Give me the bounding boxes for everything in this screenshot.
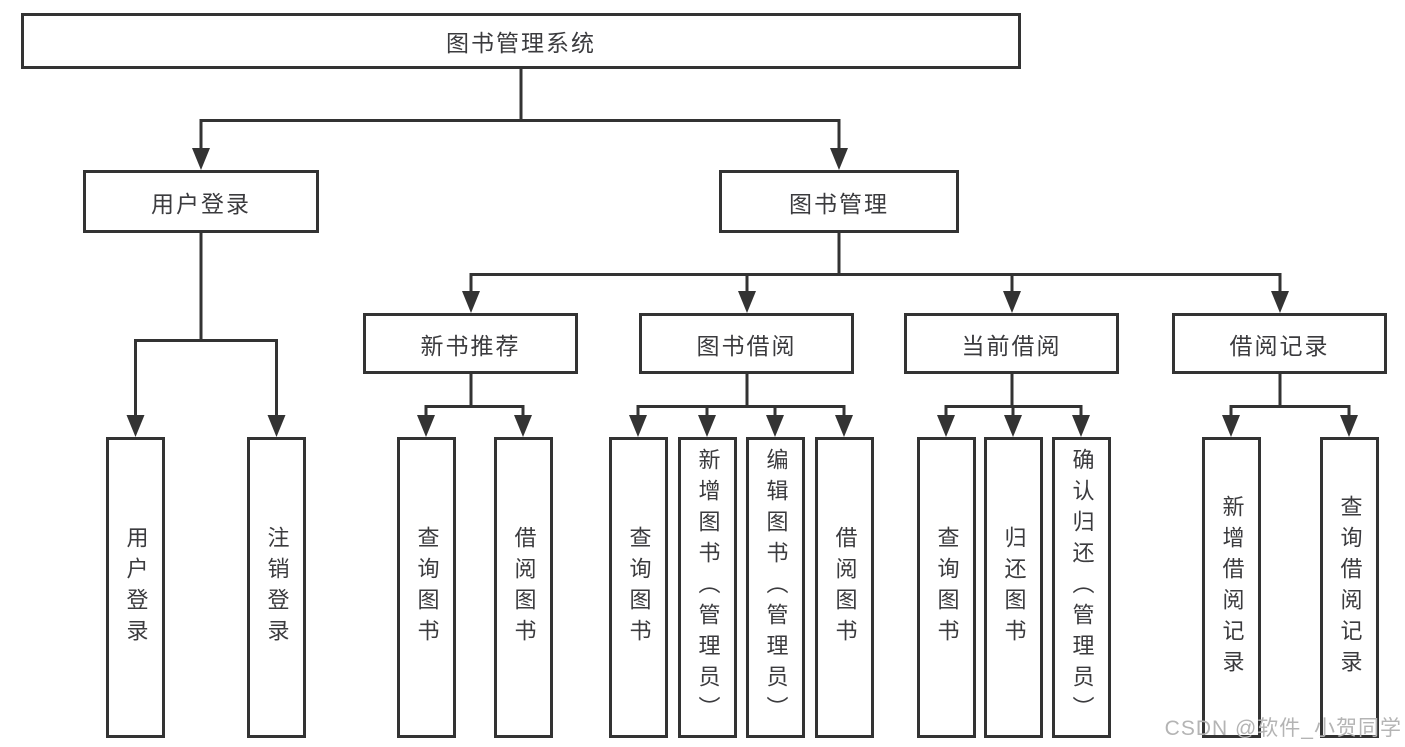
csdn-watermark: CSDN @软件_小贺同学 — [1164, 717, 1402, 740]
leaf-add-borrow-record: 新增借阅记录 — [1202, 437, 1261, 738]
leaf-logout-login: 注销登录 — [247, 437, 306, 738]
connector-current-borrow-split — [937, 374, 1090, 437]
arrowhead — [1004, 415, 1022, 437]
node-book-borrow: 图书借阅 — [639, 313, 854, 374]
connector-root-split — [192, 69, 848, 170]
connector-line — [134, 233, 278, 417]
arrowhead — [417, 415, 435, 437]
leaf-edit-book-admin: 编辑图书（管理员） — [746, 437, 805, 738]
arrowhead — [1271, 291, 1289, 313]
arrowhead — [629, 415, 647, 437]
connector-borrow-records-split — [1222, 374, 1358, 437]
arrowhead — [830, 148, 848, 170]
leaf-borrow-borrow-books: 借阅图书 — [815, 437, 874, 738]
leaf-current-query-books: 查询图书 — [917, 437, 976, 738]
leaf-add-book-admin: 新增图书（管理员） — [678, 437, 737, 738]
connector-line — [1229, 374, 1351, 417]
node-library-system: 图书管理系统 — [21, 13, 1021, 69]
arrowhead — [698, 415, 716, 437]
leaf-confirm-return-admin: 确认归还（管理员） — [1052, 437, 1111, 738]
arrowhead — [1072, 415, 1090, 437]
leaf-borrow-query-books: 查询图书 — [609, 437, 668, 738]
leaf-user-login: 用户登录 — [106, 437, 165, 738]
arrowhead — [126, 415, 145, 437]
arrowhead — [462, 291, 480, 313]
connector-line — [424, 374, 525, 417]
arrowhead — [1222, 415, 1240, 437]
arrowhead — [1003, 291, 1021, 313]
connector-line — [636, 374, 846, 417]
leaf-recommend-query-books: 查询图书 — [397, 437, 456, 738]
arrowhead — [738, 291, 756, 313]
arrowhead — [1340, 415, 1358, 437]
arrowhead — [937, 415, 955, 437]
node-current-borrow: 当前借阅 — [904, 313, 1119, 374]
connector-book-management-split — [462, 233, 1289, 313]
arrowhead — [267, 415, 286, 437]
leaf-return-book: 归还图书 — [984, 437, 1043, 738]
leaf-query-borrow-record: 查询借阅记录 — [1320, 437, 1379, 738]
arrowhead — [192, 148, 210, 170]
node-new-book-recommend: 新书推荐 — [363, 313, 578, 374]
node-book-management: 图书管理 — [719, 170, 959, 233]
connector-line — [199, 69, 841, 150]
node-borrow-records: 借阅记录 — [1172, 313, 1387, 374]
arrowhead — [835, 415, 853, 437]
connector-new-book-recommend-split — [417, 374, 532, 437]
connector-user-login-split — [126, 233, 286, 437]
node-user-login: 用户登录 — [83, 170, 319, 233]
connector-line — [469, 233, 1282, 293]
arrowhead — [514, 415, 532, 437]
arrowhead — [766, 415, 784, 437]
connector-line — [944, 374, 1083, 417]
leaf-recommend-borrow-books: 借阅图书 — [494, 437, 553, 738]
connector-book-borrow-split — [629, 374, 853, 437]
